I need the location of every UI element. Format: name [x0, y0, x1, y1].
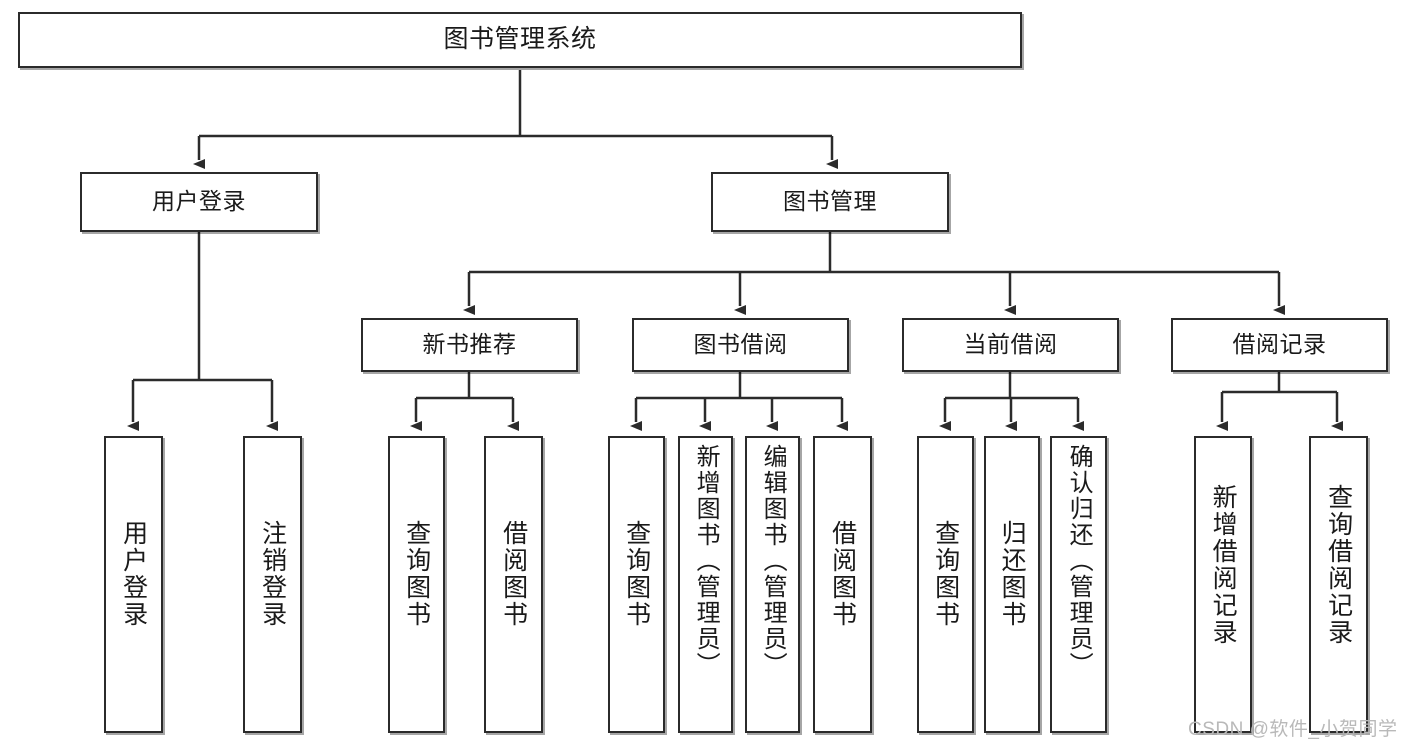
node-label: 新书推荐 [422, 331, 517, 358]
node-leaf-add-book[interactable]: 新增图书（管理员） [678, 436, 733, 733]
node-label: 借阅记录 [1232, 331, 1327, 358]
node-current-borrow[interactable]: 当前借阅 [902, 318, 1119, 372]
node-label: 编辑图书（管理员） [759, 444, 787, 678]
node-label: 查询图书 [402, 520, 431, 628]
node-label: 注销登录 [258, 520, 287, 628]
node-book-borrow[interactable]: 图书借阅 [632, 318, 849, 372]
node-leaf-add-borrow-record[interactable]: 新增借阅记录 [1194, 436, 1252, 733]
node-label: 查询借阅记录 [1324, 484, 1353, 646]
node-label: 图书管理 [783, 188, 877, 215]
node-label: 借阅图书 [499, 520, 528, 628]
node-label: 当前借阅 [963, 331, 1058, 358]
node-book-management[interactable]: 图书管理 [711, 172, 949, 232]
node-leaf-query-borrow-record[interactable]: 查询借阅记录 [1309, 436, 1368, 733]
node-label: 新增图书（管理员） [692, 444, 720, 678]
node-label: 查询图书 [931, 520, 960, 628]
node-new-book-recommend[interactable]: 新书推荐 [361, 318, 578, 372]
node-label: 图书管理系统 [443, 25, 597, 54]
node-label: 用户登录 [119, 520, 148, 628]
node-user-login[interactable]: 用户登录 [80, 172, 318, 232]
node-label: 查询图书 [622, 520, 651, 628]
node-leaf-query-book-borrow[interactable]: 查询图书 [608, 436, 665, 733]
node-label: 图书借阅 [693, 331, 788, 358]
node-leaf-return-book[interactable]: 归还图书 [984, 436, 1040, 733]
csdn-watermark: CSDN @软件_小贺同学 [1188, 719, 1398, 740]
node-leaf-logout-login[interactable]: 注销登录 [243, 436, 302, 733]
node-label: 用户登录 [152, 188, 246, 215]
node-leaf-borrow-book[interactable]: 借阅图书 [813, 436, 872, 733]
node-leaf-query-book-current[interactable]: 查询图书 [917, 436, 974, 733]
node-leaf-query-book-recommend[interactable]: 查询图书 [388, 436, 445, 733]
node-label: 借阅图书 [828, 520, 857, 628]
node-leaf-confirm-return[interactable]: 确认归还（管理员） [1050, 436, 1107, 733]
node-label: 新增借阅记录 [1209, 484, 1238, 646]
node-leaf-edit-book[interactable]: 编辑图书（管理员） [745, 436, 800, 733]
node-borrow-record[interactable]: 借阅记录 [1171, 318, 1388, 372]
node-label: 归还图书 [998, 520, 1027, 628]
node-root-book-management-system[interactable]: 图书管理系统 [18, 12, 1022, 68]
node-label: 确认归还（管理员） [1065, 444, 1093, 678]
node-leaf-borrow-book-recommend[interactable]: 借阅图书 [484, 436, 543, 733]
node-leaf-user-login[interactable]: 用户登录 [104, 436, 163, 733]
